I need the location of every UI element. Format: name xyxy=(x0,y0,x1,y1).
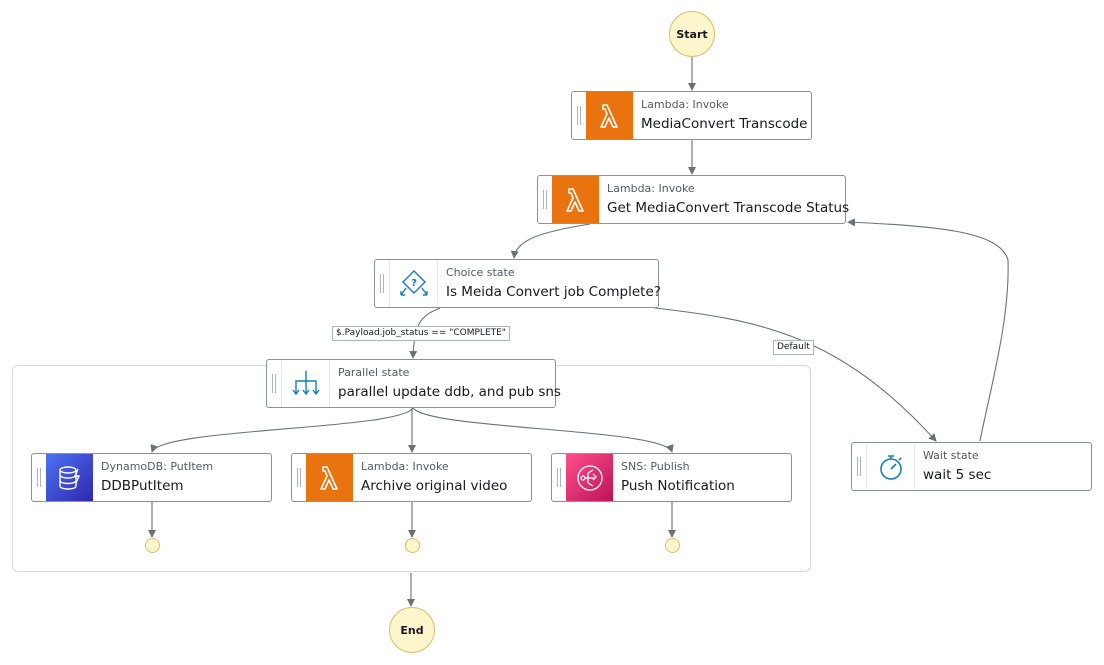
state-title: parallel update ddb, and pub sns xyxy=(338,383,561,400)
state-type: DynamoDB: PutItem xyxy=(101,459,214,473)
end-node[interactable]: End xyxy=(389,607,435,653)
parallel-icon xyxy=(281,360,330,407)
state-mediaconvert-transcode[interactable]: Lambda: Invoke MediaConvert Transcode xyxy=(571,91,812,140)
lambda-icon xyxy=(586,92,633,139)
edge-choice-to-wait xyxy=(654,307,937,442)
edge-parallel-to-sns xyxy=(412,407,674,453)
branch-end-dot-ddb xyxy=(145,538,160,553)
state-type: Parallel state xyxy=(338,365,410,379)
branch-end-dot-sns xyxy=(665,538,680,553)
end-label: End xyxy=(400,623,424,637)
drag-handle[interactable] xyxy=(267,360,281,407)
state-title: Get MediaConvert Transcode Status xyxy=(607,199,850,216)
state-type: Choice state xyxy=(446,265,515,279)
timer-icon xyxy=(866,443,915,490)
start-node[interactable]: Start xyxy=(669,11,715,57)
state-type: Lambda: Invoke xyxy=(361,459,449,473)
drag-handle[interactable] xyxy=(375,260,389,307)
state-parallel[interactable]: Parallel state parallel update ddb, and … xyxy=(266,359,561,408)
drag-handle[interactable] xyxy=(292,454,306,501)
drag-handle[interactable] xyxy=(538,176,552,223)
svg-text:?: ? xyxy=(411,278,417,289)
branch-end-dot-archive xyxy=(405,538,420,553)
drag-handle[interactable] xyxy=(572,92,586,139)
state-type: Lambda: Invoke xyxy=(641,97,729,111)
edge-parallel-to-ddb xyxy=(150,407,414,453)
state-title: Push Notification xyxy=(621,477,735,494)
edge-status-to-choice xyxy=(510,223,591,259)
state-wait[interactable]: Wait state wait 5 sec xyxy=(851,442,1092,491)
choice-icon: ? xyxy=(389,260,438,307)
state-title: MediaConvert Transcode xyxy=(641,115,808,132)
drag-handle[interactable] xyxy=(552,454,566,501)
state-push-notification[interactable]: SNS: Publish Push Notification xyxy=(551,453,792,502)
edge-wait-to-status xyxy=(847,218,1009,442)
edge-label-default[interactable]: Default xyxy=(773,340,814,355)
drag-handle[interactable] xyxy=(852,443,866,490)
lambda-icon xyxy=(552,176,599,223)
state-title: Archive original video xyxy=(361,477,508,494)
start-label: Start xyxy=(676,27,708,41)
state-title: Is Meida Convert job Complete? xyxy=(446,283,661,300)
drag-handle[interactable] xyxy=(32,454,46,501)
state-title: DDBPutItem xyxy=(101,477,184,494)
state-ddb-put-item[interactable]: DynamoDB: PutItem DDBPutItem xyxy=(31,453,272,502)
edge-choice-to-parallel xyxy=(409,307,441,359)
sns-icon xyxy=(566,454,613,501)
state-title: wait 5 sec xyxy=(923,466,992,483)
edge-label-complete-condition[interactable]: $.Payload.job_status == "COMPLETE" xyxy=(332,326,510,341)
state-choice[interactable]: ? Choice state Is Meida Convert job Comp… xyxy=(374,259,661,308)
dynamodb-icon xyxy=(46,454,93,501)
state-type: Lambda: Invoke xyxy=(607,181,695,195)
state-type: Wait state xyxy=(923,448,979,462)
state-archive-video[interactable]: Lambda: Invoke Archive original video xyxy=(291,453,532,502)
state-get-transcode-status[interactable]: Lambda: Invoke Get MediaConvert Transcod… xyxy=(537,175,850,224)
state-type: SNS: Publish xyxy=(621,459,690,473)
lambda-icon xyxy=(306,454,353,501)
